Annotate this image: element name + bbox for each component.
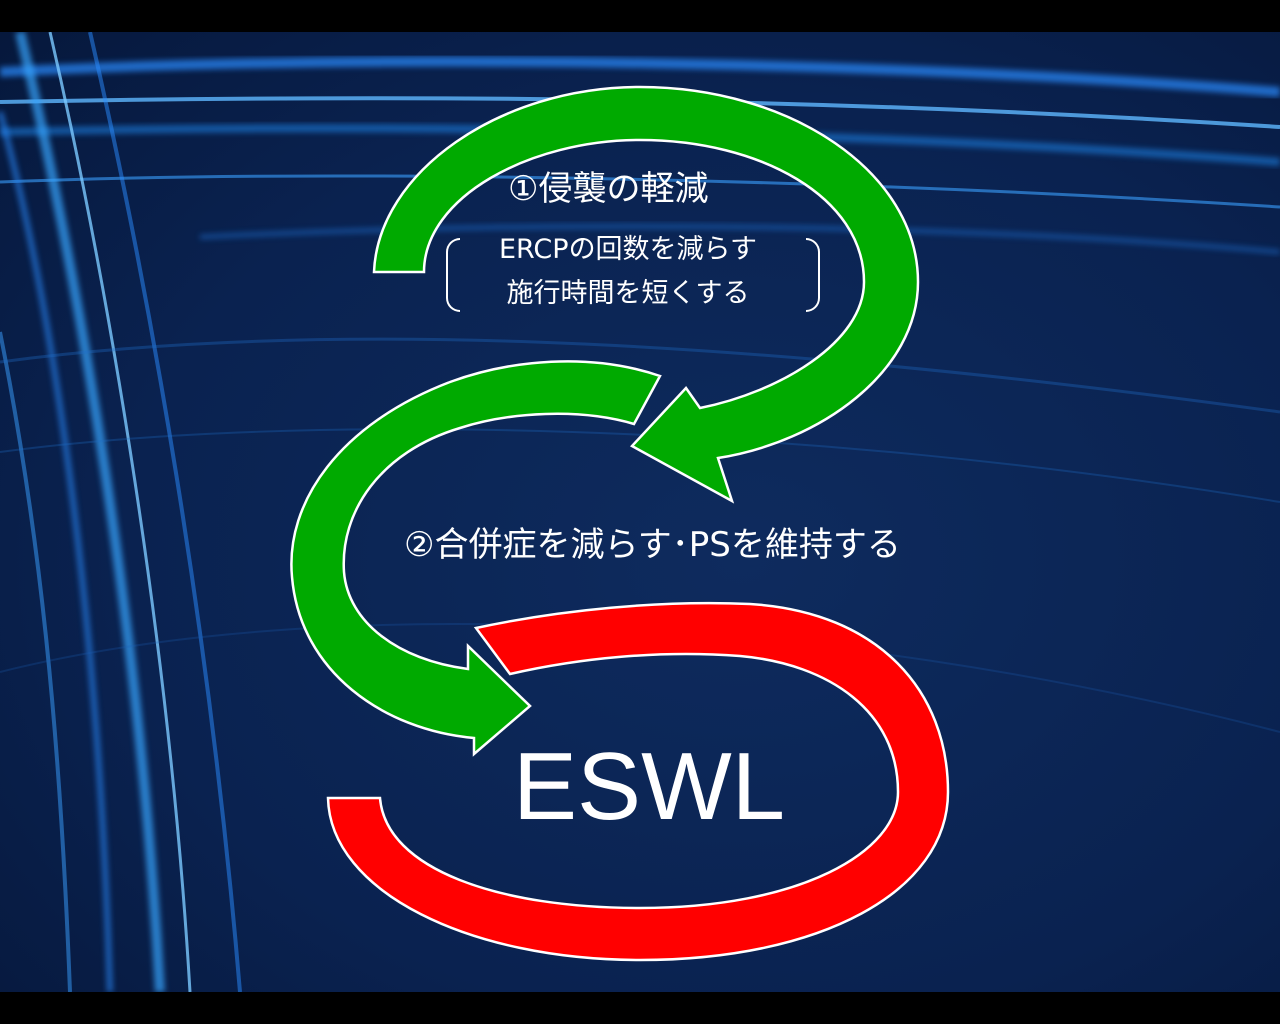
step1-title: ①侵襲の軽減 [508,169,709,209]
eswl-label: ESWL [513,733,786,840]
red-loop-eswl [326,601,950,962]
green-arrow-step2 [290,360,662,757]
slide: ①侵襲の軽減 ERCPの回数を減らす 施行時間を短くする ②合併症を減らす･PS… [0,32,1280,992]
right-bracket [806,238,820,312]
green-arrow-step1 [372,85,920,504]
step1-detail-line: ERCPの回数を減らす [498,234,758,265]
step1-detail-line: 施行時間を短くする [506,278,750,309]
step2-title: ②合併症を減らす･PSを維持する [404,525,901,565]
left-bracket [446,238,460,312]
step1-details: ERCPの回数を減らす 施行時間を短くする [468,228,788,316]
diagram-canvas [0,32,1280,992]
background [0,32,1280,992]
